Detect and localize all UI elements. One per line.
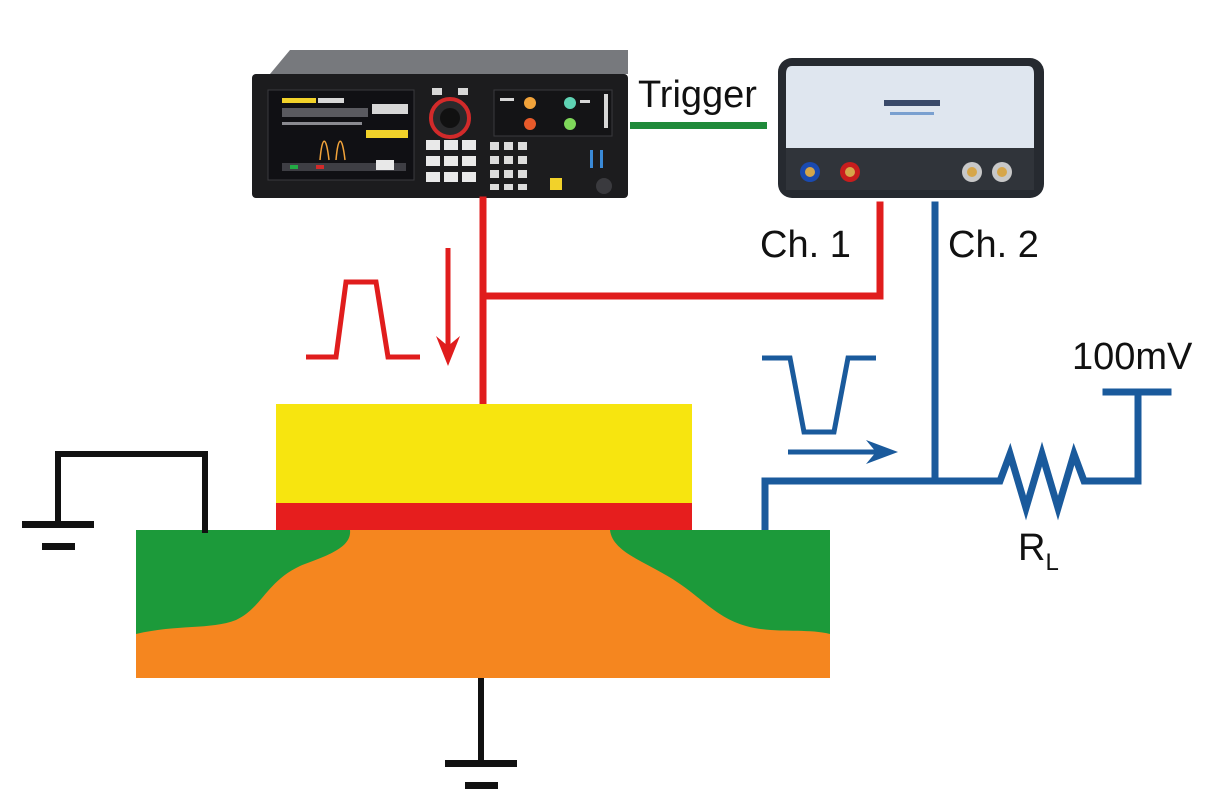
right-arrow-icon (788, 440, 898, 464)
ch1-label: Ch. 1 (760, 224, 851, 266)
usb-oscilloscope-icon (778, 58, 1044, 198)
ch2-label: Ch. 2 (948, 224, 1039, 266)
down-arrow-icon (436, 248, 460, 366)
gate-oxide-layer (276, 503, 692, 530)
source-region (136, 530, 351, 634)
ch2-signal-wire (761, 201, 1172, 534)
positive-pulse-icon (306, 279, 420, 360)
resistor-icon (990, 441, 1090, 521)
voltage-label: 100mV (1072, 336, 1193, 378)
pulse-generator-icon (252, 50, 628, 198)
trigger-cable (630, 122, 767, 129)
gate-electrode (276, 404, 692, 503)
ground-icon (22, 521, 94, 550)
negative-pulse-icon (762, 355, 876, 435)
resistor-label: RL (1018, 527, 1059, 576)
ch1-signal-wire (479, 196, 884, 410)
source-ground-wire (55, 451, 208, 533)
device-cross-section (136, 404, 830, 678)
drain-region (610, 530, 830, 634)
ground-icon (445, 760, 517, 789)
trigger-label: Trigger (638, 74, 757, 116)
